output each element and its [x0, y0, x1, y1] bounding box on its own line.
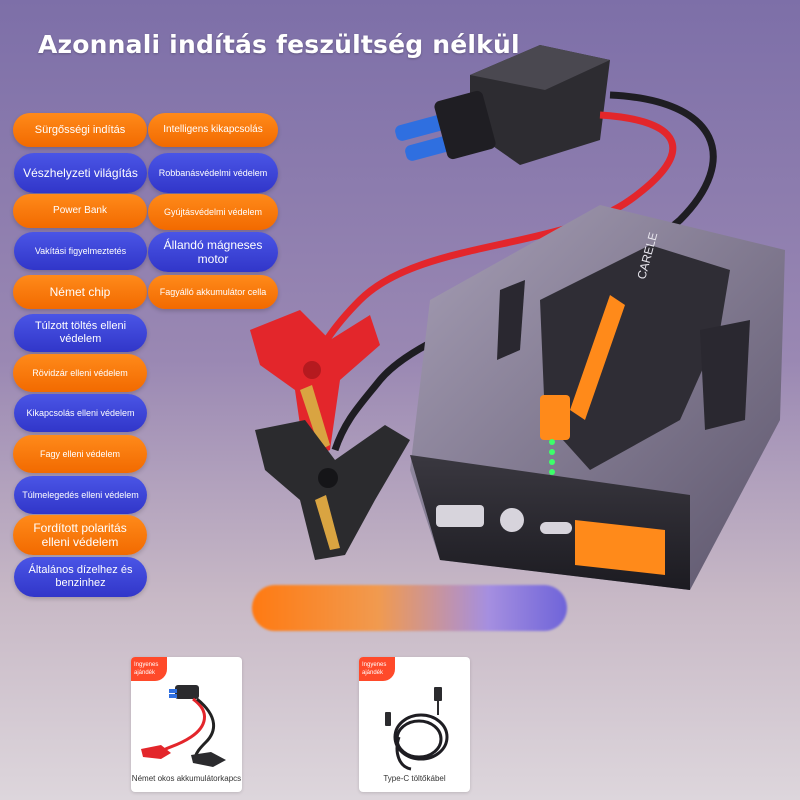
light-panel [575, 520, 665, 575]
feature-pill: Intelligens kikapcsolás [148, 113, 278, 147]
gift-badge: Ingyenes ajándék [131, 657, 167, 681]
feature-pill: Túlzott töltés elleni védelem [14, 314, 147, 352]
red-clamp-icon [250, 310, 380, 460]
cable-coil-icon [385, 687, 449, 771]
black-clamp-icon [255, 420, 410, 560]
feature-pill: Általános dízelhez és benzinhez [14, 557, 147, 597]
feature-pill: Gyújtásvédelmi védelem [148, 194, 278, 230]
headline: Azonnali indítás feszültség nélkül [38, 30, 520, 59]
feature-pill: Német chip [13, 275, 147, 309]
usb-c-port [540, 522, 572, 534]
jump-starter-illustration: CARELE [250, 45, 785, 590]
feature-pill: Robbanásvédelmi védelem [148, 153, 278, 193]
usb-a-port [436, 505, 484, 527]
smart-clamp-icon [141, 685, 226, 767]
red-cable [306, 111, 677, 372]
feature-pill: Kikapcsolás elleni védelem [14, 394, 147, 432]
ec5-connector-icon [395, 45, 610, 165]
glow-bar [252, 585, 567, 631]
feature-pill: Fordított polaritás elleni védelem [13, 515, 147, 555]
feature-pill: Fagyálló akkumulátor cella [148, 275, 278, 309]
device-body: CARELE [410, 205, 785, 590]
battery-indicator-icon [549, 439, 555, 475]
power-button [500, 508, 524, 532]
feature-pill: Rövidzár elleni védelem [13, 354, 147, 392]
accessory-card-type-c-cable[interactable]: Ingyenes ajándék Type-C töltőkábel [359, 657, 470, 792]
feature-pill: Sürgősségi indítás [13, 113, 147, 147]
feature-pill: Túlmelegedés elleni védelem [14, 476, 147, 514]
accessory-label: Type-C töltőkábel [383, 774, 446, 783]
feature-pill: Power Bank [13, 194, 147, 228]
gift-badge: Ingyenes ajándék [359, 657, 395, 681]
feature-pill: Vakítási figyelmeztetés [14, 232, 147, 270]
accessory-card-smart-clamp[interactable]: Ingyenes ajándék Német okos akkumulátork… [131, 657, 242, 792]
feature-pill: Fagy elleni védelem [13, 435, 147, 473]
feature-pill: Állandó mágneses motor [148, 232, 278, 272]
feature-pill: Vészhelyzeti világítás [14, 153, 147, 193]
accessory-label: Német okos akkumulátorkapcs [131, 774, 242, 783]
